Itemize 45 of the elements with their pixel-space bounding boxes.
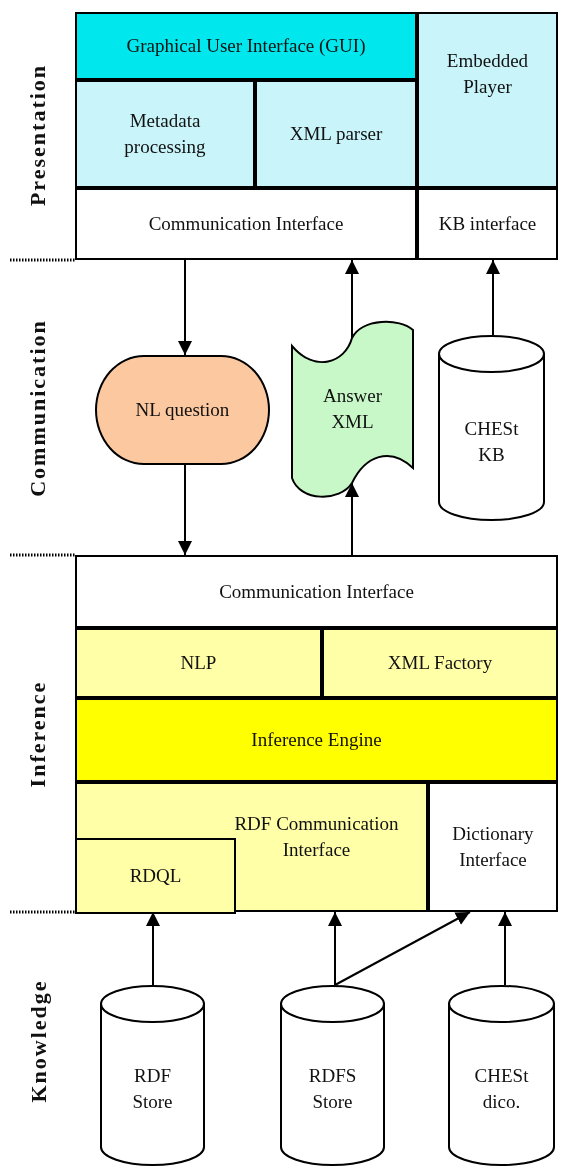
component-label: Communication Interface	[147, 212, 345, 237]
arrow	[146, 911, 160, 986]
component-label: CHESt dico.	[473, 1064, 530, 1115]
component-box	[75, 782, 428, 912]
component-box	[75, 555, 558, 628]
component-label: Metadata processing	[123, 109, 207, 159]
component-box	[75, 12, 417, 80]
layer-label: Communication	[24, 318, 51, 497]
arrow	[345, 482, 359, 556]
component-label: RDQL	[128, 864, 183, 889]
arrow	[486, 259, 500, 336]
component-label: Answer XML	[321, 384, 384, 434]
layer-label: Presentation	[25, 63, 52, 207]
component-box	[255, 80, 417, 188]
component-label: RDF Store	[131, 1064, 174, 1115]
component-box	[75, 80, 255, 188]
arrow	[345, 259, 359, 339]
component-label: CHESt KB	[463, 417, 520, 468]
component-label: RDFS Store	[307, 1064, 358, 1115]
component-box	[75, 628, 322, 698]
component-box	[75, 698, 558, 782]
arrow	[328, 911, 342, 986]
arrow	[178, 259, 192, 356]
arrow	[498, 911, 512, 986]
component-box	[75, 838, 236, 914]
component-label: RDF Communication Interface	[233, 812, 400, 862]
component-box	[428, 782, 558, 912]
component-label: Embedded Player	[445, 49, 530, 99]
layer-label: Inference	[24, 680, 51, 787]
component-box	[417, 12, 558, 188]
layer-label: Knowledge	[25, 979, 52, 1103]
component-label: Dictionary Interface	[451, 822, 535, 872]
component-box	[417, 188, 558, 260]
component-box	[75, 188, 417, 260]
component-label: Inference Engine	[250, 728, 383, 753]
component-box	[322, 628, 558, 698]
component-label: NLP	[179, 651, 218, 676]
component-label: KB interface	[437, 212, 538, 237]
component-label: Graphical User Interface (GUI)	[125, 34, 367, 59]
arrow	[178, 464, 192, 556]
arrow	[334, 911, 471, 986]
component-label: XML parser	[288, 122, 384, 147]
component-label: XML Factory	[386, 651, 494, 676]
component-label: NL question	[134, 398, 231, 423]
component-label: Communication Interface	[218, 579, 415, 604]
